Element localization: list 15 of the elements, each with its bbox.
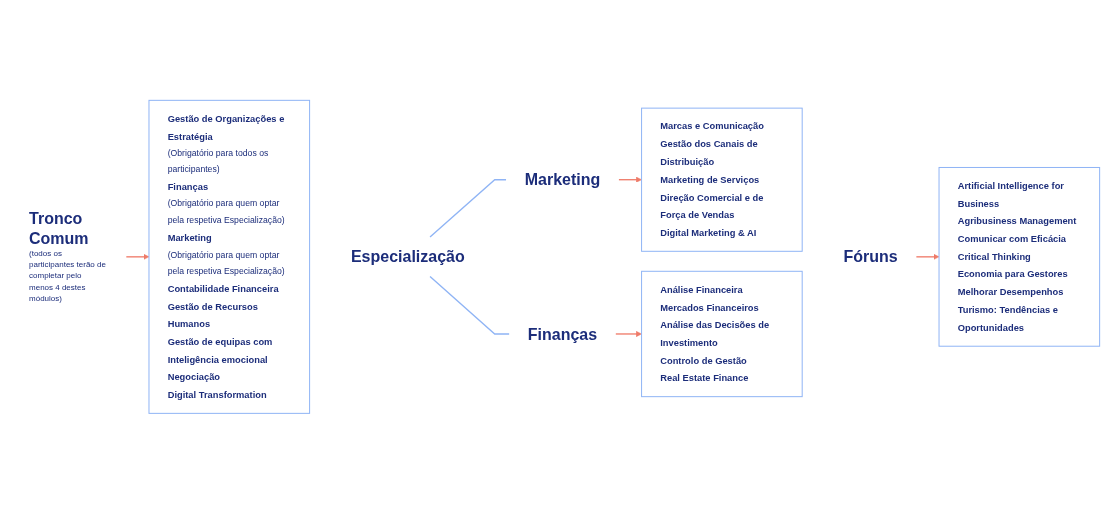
node-text: Finanças <box>527 324 598 343</box>
connector <box>429 275 510 335</box>
node-box: Marcas e Comunicação Gestão dos Canais de Distribuição Marketing de Serviços Direção Comercial e de Força de Vendas Digital Marketing & AI <box>641 107 803 252</box>
arrow <box>615 330 642 337</box>
node-text: Tronco Comum (todos os participantes terão de completar pelo menos 4 destes módulos) <box>29 209 106 303</box>
arrow <box>915 253 940 260</box>
node-box: Artificial Intelligence for Business Agribusiness Management Comunicar com Eficácia Critical Thinking Economia para Gestores Melhorar Desempenhos Turismo: Tendências e Oportunidades <box>938 166 1101 347</box>
node-box: Gestão de Organizações e Estratégia (Obrigatório para todos os participantes) Finanças (Obrigatório para quem optar pela respetiva Especialização) Marketing (Obrigatório para quem optar pela respetiva Especialização) Contabilidade Financeira Gestão de Recursos Humanos Gestão de equipas com Inteligência emocional Negociação Digital Transformation <box>148 99 311 414</box>
arrow <box>125 253 150 260</box>
node-text: Especialização <box>350 247 465 266</box>
node-text: Fóruns <box>843 247 898 266</box>
node-text: Marketing <box>524 170 601 189</box>
connector <box>429 178 507 238</box>
node-box: Análise Financeira Mercados Financeiros Análise das Decisões de Investimento Controlo de Gestão Real Estate Finance <box>641 270 803 397</box>
arrow <box>618 176 642 183</box>
